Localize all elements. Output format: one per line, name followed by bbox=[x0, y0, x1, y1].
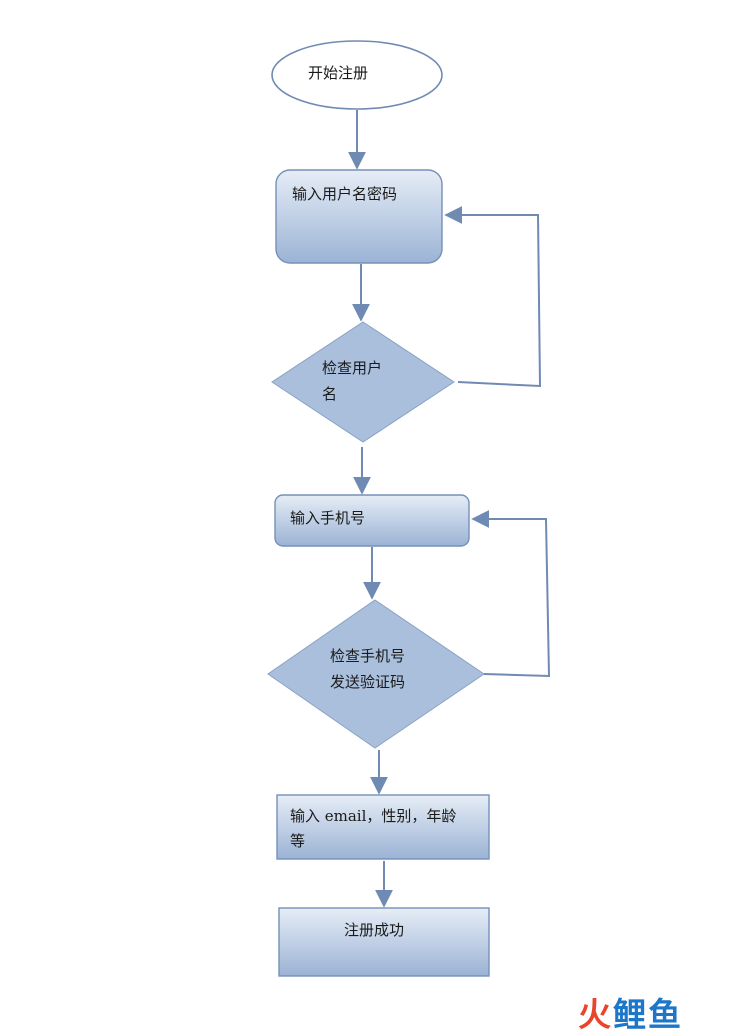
start-label: 开始注册 bbox=[308, 64, 369, 82]
check-phone-label-line2: 发送验证码 bbox=[330, 673, 406, 691]
input-username-password-node bbox=[275, 169, 443, 264]
arrow-check-phone-loop bbox=[471, 510, 551, 678]
check-username-label-line2: 名 bbox=[322, 385, 338, 403]
input-phone-node bbox=[274, 494, 470, 547]
check-username-label-line1: 检查用户 bbox=[322, 359, 383, 377]
watermark-logo: 火鲤鱼 bbox=[578, 988, 683, 1036]
input-username-password-label: 输入用户名密码 bbox=[292, 185, 398, 203]
success-node bbox=[278, 907, 490, 977]
watermark-part1: 火 bbox=[578, 995, 613, 1034]
arrow-check-username-loop bbox=[444, 206, 542, 388]
check-phone-node bbox=[267, 599, 485, 749]
input-email-label-line1: 输入 email，性别，年龄 bbox=[290, 807, 457, 825]
check-username-node bbox=[271, 321, 455, 443]
input-email-label-line2: 等 bbox=[290, 832, 306, 850]
start-node bbox=[271, 40, 443, 110]
watermark-part2: 鲤鱼 bbox=[613, 995, 683, 1034]
input-phone-label: 输入手机号 bbox=[290, 509, 366, 527]
success-label: 注册成功 bbox=[344, 921, 405, 939]
check-phone-label-line1: 检查手机号 bbox=[330, 647, 406, 665]
input-email-node bbox=[276, 794, 490, 860]
